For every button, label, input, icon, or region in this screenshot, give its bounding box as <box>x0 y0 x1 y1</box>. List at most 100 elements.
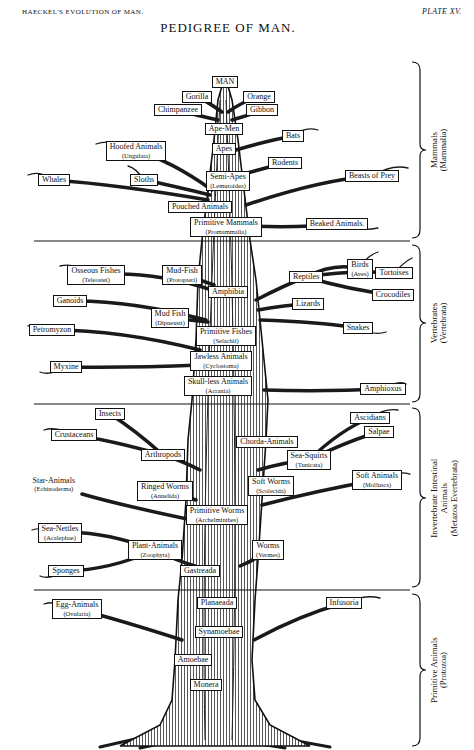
taxon-name: Sea-Nettles <box>42 525 79 534</box>
tree-box: Ringed Worms(Annelida) <box>137 481 193 501</box>
tree-box: Skull-less Animals(Acrania) <box>184 376 252 396</box>
tree-box: Crustaceans <box>51 429 98 442</box>
tree-box: Apes <box>212 143 236 156</box>
taxon-name: Whales <box>42 176 66 185</box>
tree-box: Osseous Fishes(Teleostei) <box>67 265 124 285</box>
label-text: (Metazoa Evertebrata) <box>449 444 459 552</box>
label-text: Star-Animals <box>33 476 76 485</box>
taxon-name: Worms <box>256 542 280 551</box>
tree-box: Bats <box>282 130 304 143</box>
tree-box: Tortoises <box>375 267 412 280</box>
tree-box: Mud-Fish(Protopteri) <box>162 265 202 285</box>
taxon-latin-name: (Cyclostoma) <box>194 362 247 369</box>
taxon-name: Soft Worms <box>252 478 290 487</box>
taxon-name: Petromyzon <box>33 326 72 335</box>
taxon-name: Insects <box>99 410 121 419</box>
tree-branches <box>52 97 394 640</box>
taxon-name: Monera <box>194 681 219 690</box>
tree-box: Ganoids <box>53 295 88 308</box>
tree-trunk <box>120 86 310 746</box>
label-text: Invertebrate Intestinal Animals <box>429 444 450 552</box>
tree-box: Ape-Men <box>205 123 244 136</box>
taxon-name: Primitive Worms <box>190 507 245 516</box>
plate-number: PLATE XV. <box>422 7 462 16</box>
tree-box: Insects <box>95 408 125 421</box>
taxon-name: Ascidians <box>354 414 386 423</box>
taxon-name: Skull-less Animals <box>188 378 248 387</box>
label-text: HAECKEL'S EVOLUTION OF MAN. <box>22 8 143 16</box>
label-text: Vertebrates <box>429 248 439 398</box>
taxon-name: Egg-Animals <box>56 601 99 610</box>
tree-box: Mud Fish(Dipneusti) <box>151 308 190 328</box>
tree-box: Semi-Apes(Lemuroidea) <box>206 171 250 191</box>
tree-box: Arthropods <box>141 449 185 462</box>
tree-box: Primitive Fishes(Selachii) <box>196 326 256 346</box>
taxon-latin-name: (Aves) <box>351 270 368 277</box>
tree-box: Reptiles <box>289 271 323 284</box>
section-label: Mammals(Mammalia) <box>429 75 449 225</box>
tree-box: Birds(Aves) <box>347 259 372 279</box>
tree-box: MAN <box>212 76 239 89</box>
taxon-name: Birds <box>351 261 368 270</box>
tree-box: Worms(Vermes) <box>252 540 284 560</box>
tree-box: Monera <box>190 679 223 692</box>
taxon-name: Amphioxus <box>364 385 401 394</box>
taxon-name: Bats <box>286 132 300 141</box>
tree-box: Crocodiles <box>372 289 415 302</box>
taxon-name: Primitive Mammals <box>194 219 258 228</box>
tree-box: Sea-Squirts(Tunicata) <box>287 450 332 470</box>
tree-box: Amoebae <box>174 654 213 667</box>
taxon-latin-name: (Ovularia) <box>56 610 99 617</box>
taxon-name: Gastreada <box>184 567 216 576</box>
tree-box: Orange <box>243 91 275 104</box>
tree-box: Lizards <box>292 298 324 311</box>
taxon-name: Myxine <box>54 363 79 372</box>
tree-box: Synamoebae <box>195 626 244 639</box>
tree-box: Primitive Mammals(Promammalia) <box>190 217 262 237</box>
taxon-name: Osseous Fishes <box>71 267 120 276</box>
taxon-name: Synamoebae <box>199 628 240 637</box>
taxon-name: Orange <box>247 93 271 102</box>
taxon-name: Mud-Fish <box>166 267 198 276</box>
taxon-latin-name: (Protopteri) <box>166 276 198 283</box>
running-header: HAECKEL'S EVOLUTION OF MAN. <box>22 8 143 16</box>
tree-box: Ascidians <box>350 412 390 425</box>
taxon-name: Infusoria <box>330 599 359 608</box>
taxon-name: Beaked Animals. <box>310 220 365 229</box>
section-label: Primitive Animals(Protozoa) <box>429 600 449 740</box>
label-text: PLATE XV. <box>422 7 462 16</box>
taxon-name: Planaeada <box>201 599 233 608</box>
tree-box: Petromyzon <box>29 324 76 337</box>
tree-box: Rodents <box>268 157 302 170</box>
taxon-latin-name: (Promammalia) <box>194 228 258 235</box>
taxon-name: Salpae <box>368 428 389 437</box>
taxon-latin-name: (Tunicata) <box>291 461 328 468</box>
tree-box: Amphioxus <box>360 383 405 396</box>
taxon-name: Gibbon <box>250 106 274 115</box>
tree-box: Soft Worms(Scolecida) <box>248 476 294 496</box>
taxon-name: Crustaceans <box>55 431 94 440</box>
taxon-name: Ape-Men <box>209 125 240 134</box>
tree-box: Egg-Animals(Ovularia) <box>52 599 103 619</box>
taxon-name: Sloths <box>134 176 154 185</box>
taxon-name: Rodents <box>272 159 298 168</box>
taxon-latin-name: (Selachii) <box>200 337 252 344</box>
tree-box: Beaked Animals. <box>306 218 369 231</box>
label-text: (Protozoa) <box>439 600 449 740</box>
taxon-latin-name: (Lemuroidea) <box>210 182 246 189</box>
taxon-latin-name: (Ungulata) <box>110 152 163 159</box>
taxon-name: Crocodiles <box>376 291 411 300</box>
taxon-name: Soft Animals <box>356 472 398 481</box>
tree-box: Amphibia <box>208 286 248 299</box>
taxon-latin-name: (Molluscs) <box>356 481 398 488</box>
taxon-name: Plant-Animals <box>132 542 178 551</box>
tree-box: Gibbon <box>246 104 278 117</box>
tree-box: Hoofed Animals(Ungulata) <box>106 141 167 161</box>
taxon-name: Lizards <box>296 300 320 309</box>
tree-box: Sea-Nettles(Acalephae) <box>38 523 83 543</box>
tree-box: Planaeada <box>197 597 237 610</box>
taxon-name: Hoofed Animals <box>110 143 163 152</box>
taxon-name: Ganoids <box>57 297 84 306</box>
taxon-name: Amphibia <box>212 288 244 297</box>
